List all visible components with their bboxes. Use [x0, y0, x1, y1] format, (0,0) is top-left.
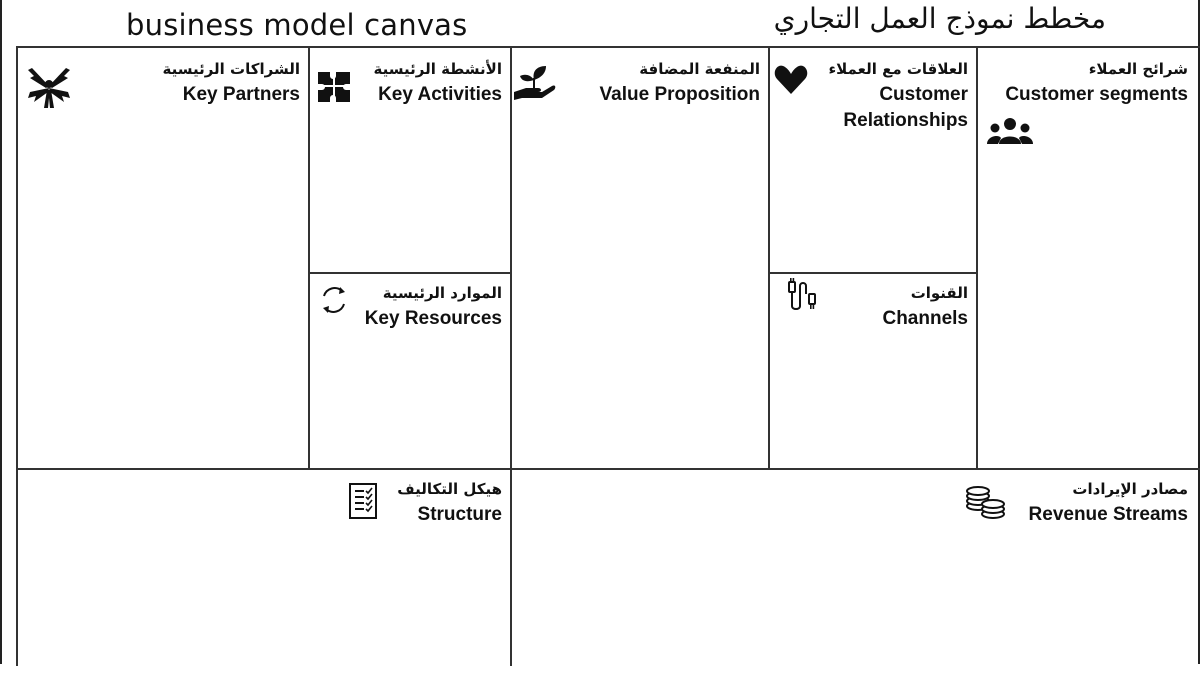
customer-relationships-english-line1: Customer [879, 84, 968, 105]
key-partners-english: Key Partners [182, 84, 300, 105]
block-key-resources[interactable]: الموارد الرئيسية Key Resources [310, 274, 510, 468]
value-proposition-arabic: المنفعة المضافة [639, 60, 760, 78]
heart-icon [774, 65, 808, 94]
block-customer-relationships[interactable]: العلاقات مع العملاء Customer Relationshi… [770, 48, 976, 272]
puzzle-icon [316, 68, 352, 104]
cost-structure-label: هيكل التكاليف Structure [397, 476, 502, 528]
key-resources-label: الموارد الرئيسية Key Resources [365, 280, 502, 332]
block-revenue-streams[interactable]: مصادر الإيرادات Revenue Streams [512, 470, 1200, 666]
checklist-icon [349, 483, 377, 519]
page-right-border [1198, 0, 1200, 664]
canvas-title-arabic: مخطط نموذج العمل التجاري [773, 2, 1106, 35]
page-left-border [0, 0, 2, 664]
key-partners-label: الشراكات الرئيسية Key Partners [162, 56, 300, 108]
key-resources-arabic: الموارد الرئيسية [382, 284, 502, 302]
customer-segments-arabic: شرائح العملاء [1088, 60, 1188, 78]
block-value-proposition[interactable]: المنفعة المضافة Value Proposition [512, 48, 768, 468]
grid-middle-divider [16, 468, 1200, 470]
grid-divider-activities-resources [308, 272, 510, 274]
people-group-icon [987, 118, 1033, 144]
block-channels[interactable]: القنوات Channels [770, 274, 976, 468]
grid-divider-partners [308, 46, 310, 468]
value-proposition-label: المنفعة المضافة Value Proposition [600, 56, 760, 108]
canvas-title-english: business model canvas [126, 8, 468, 42]
revenue-streams-arabic: مصادر الإيرادات [1072, 480, 1188, 498]
customer-segments-label: شرائح العملاء Customer segments [1005, 56, 1188, 108]
grid-divider-relationships-channels [768, 272, 976, 274]
business-model-canvas: الشراكات الرئيسية Key Partners الأنشطة ا… [16, 46, 1200, 686]
key-activities-label: الأنشطة الرئيسية Key Activities [374, 56, 502, 108]
handshake-circle-icon [28, 68, 70, 108]
customer-relationships-label: العلاقات مع العملاء Customer Relationshi… [829, 56, 969, 134]
customer-relationships-arabic: العلاقات مع العملاء [828, 60, 969, 78]
channels-english: Channels [882, 308, 968, 329]
coins-stack-icon [966, 486, 1005, 519]
cost-structure-arabic: هيكل التكاليف [397, 480, 502, 498]
grid-divider-segments [976, 46, 978, 468]
grid-top-border [16, 46, 1200, 48]
plant-in-hand-icon [514, 66, 556, 100]
block-key-activities[interactable]: الأنشطة الرئيسية Key Activities [310, 48, 510, 272]
key-activities-english: Key Activities [378, 84, 502, 105]
refresh-icon [323, 287, 345, 313]
key-resources-english: Key Resources [364, 308, 502, 329]
grid-divider-value-left [510, 46, 512, 666]
cable-icon [788, 278, 816, 310]
block-cost-structure[interactable]: هيكل التكاليف Structure [18, 470, 510, 666]
customer-relationships-english-line2: Relationships [843, 110, 968, 131]
grid-divider-value-right [768, 46, 770, 468]
key-activities-arabic: الأنشطة الرئيسية [373, 60, 502, 78]
value-proposition-english: Value Proposition [599, 84, 760, 105]
channels-label: القنوات Channels [882, 280, 968, 332]
block-customer-segments[interactable]: شرائح العملاء Customer segments [978, 48, 1200, 468]
cost-structure-english: Structure [417, 504, 502, 525]
revenue-streams-label: مصادر الإيرادات Revenue Streams [1029, 476, 1188, 528]
key-partners-arabic: الشراكات الرئيسية [162, 60, 300, 78]
channels-arabic: القنوات [910, 284, 968, 302]
customer-segments-english: Customer segments [1005, 84, 1188, 105]
grid-left-border [16, 46, 18, 666]
revenue-streams-english: Revenue Streams [1028, 504, 1188, 525]
block-key-partners[interactable]: الشراكات الرئيسية Key Partners [18, 48, 308, 468]
